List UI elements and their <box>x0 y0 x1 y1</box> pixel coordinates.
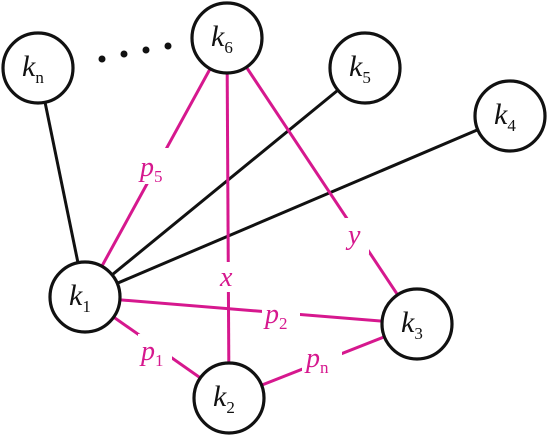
svg-text:k1: k1 <box>69 279 91 316</box>
svg-text:k5: k5 <box>349 50 371 87</box>
svg-text:k3: k3 <box>401 306 423 343</box>
edge-k1-k3 <box>84 295 418 326</box>
edge-label-k6-k2: x <box>218 262 240 293</box>
edge-k1-kn <box>36 67 87 298</box>
edge-label-k1-k3: p2 <box>262 296 300 333</box>
node-k2: k2 <box>192 361 266 435</box>
ellipsis-dot <box>164 42 172 50</box>
svg-text:p2: p2 <box>263 299 288 333</box>
node-k4: k4 <box>473 79 547 153</box>
svg-text:k2: k2 <box>213 380 235 417</box>
edge-label-k6-k3: y <box>345 218 369 254</box>
node-k6: k6 <box>190 1 264 75</box>
edge-k1-k4 <box>84 114 511 299</box>
edge-label-k2-k3: pn <box>302 342 342 378</box>
edge-label-k1-k2: p1 <box>138 334 172 370</box>
ellipsis-dots <box>98 42 172 63</box>
node-kn: kn <box>1 31 75 105</box>
svg-text:x: x <box>219 262 233 293</box>
ellipsis-dot <box>120 50 128 58</box>
edge-k6-k3 <box>225 37 419 325</box>
node-k1: k1 <box>48 260 122 334</box>
edge-labels: p5 x y p2 p1 pn <box>136 148 369 378</box>
ellipsis-dot <box>98 55 106 63</box>
edge-k6-k2 <box>225 37 231 399</box>
svg-text:p5: p5 <box>138 152 163 186</box>
svg-text:kn: kn <box>22 50 44 87</box>
node-k3: k3 <box>380 287 454 361</box>
node-k5: k5 <box>328 31 402 105</box>
svg-text:p1: p1 <box>139 336 164 370</box>
edge-k1-k5 <box>84 66 366 299</box>
svg-text:pn: pn <box>304 343 329 377</box>
svg-text:k6: k6 <box>211 20 233 57</box>
svg-text:y: y <box>345 220 361 251</box>
ellipsis-dot <box>142 46 150 54</box>
svg-text:k4: k4 <box>494 98 516 135</box>
edge-label-k1-k6: p5 <box>136 148 170 186</box>
